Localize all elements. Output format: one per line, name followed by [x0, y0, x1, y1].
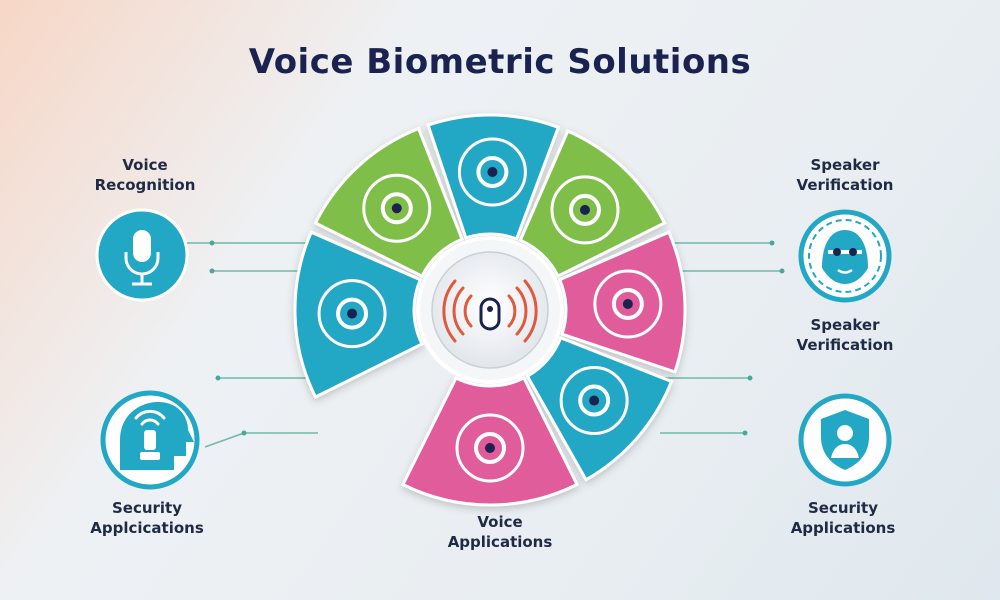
connector-dot: [779, 268, 785, 274]
wheel-segments: [293, 113, 687, 507]
wheel-segment: [400, 376, 580, 507]
connector-dot: [215, 375, 221, 381]
shield-user-icon: [798, 393, 892, 487]
heart-face-icon: [593, 269, 663, 339]
center-capsule: [479, 297, 501, 331]
label-speaker-verification-mid: Speaker Verification: [760, 315, 930, 355]
head-soundwave-icon: [100, 390, 200, 490]
wheel-segment: [293, 230, 424, 400]
label-line: Security: [807, 499, 879, 517]
label-line: Verification: [796, 336, 894, 354]
wheel-segment: [525, 335, 674, 482]
label-line: Voice: [122, 156, 168, 174]
wheel-segment: [518, 129, 667, 279]
label-line: Recognition: [94, 176, 196, 194]
ear-icon: [362, 173, 432, 243]
label-voice-recognition: Voice Recognition: [60, 155, 230, 195]
face-scan-icon: [798, 209, 892, 303]
label-line: Speaker: [810, 156, 880, 174]
sound-signal-icon: [442, 279, 538, 343]
label-line: Security: [111, 499, 183, 517]
label-line: Applications: [790, 519, 896, 537]
phone-chat-icon: [457, 137, 527, 207]
label-voice-applications: Voice Applications: [405, 512, 595, 552]
label-speaker-verification-top: Speaker Verification: [760, 155, 930, 195]
connector-dots: [209, 240, 785, 436]
connector-dot: [241, 430, 247, 436]
phone-handset-icon: [550, 175, 620, 245]
label-line: Speaker: [810, 316, 880, 334]
connector-dot: [209, 268, 215, 274]
connector-dot: [209, 240, 215, 246]
center-hub: [416, 236, 564, 384]
connector-dot: [747, 375, 753, 381]
center-capsule-dot: [487, 306, 493, 312]
label-security-applications-right: Security Applications: [758, 498, 928, 538]
label-line: Verification: [796, 176, 894, 194]
label-line: Applcications: [90, 519, 204, 537]
person-icon: [559, 366, 629, 436]
connector-dot: [742, 430, 748, 436]
microphone-icon: [95, 208, 189, 302]
connector-lines: [185, 242, 782, 448]
fingerprint-icon: [317, 279, 387, 349]
wheel-segment: [313, 126, 465, 279]
connector-line: [204, 432, 245, 448]
connector-dot: [769, 240, 775, 246]
label-security-applications-left: Security Applcications: [62, 498, 232, 538]
label-line: Voice: [477, 513, 523, 531]
page-title: Voice Biometric Solutions: [248, 42, 752, 82]
label-line: Applications: [447, 533, 553, 551]
padlock-icon: [455, 413, 525, 483]
wheel-segment: [557, 230, 687, 374]
